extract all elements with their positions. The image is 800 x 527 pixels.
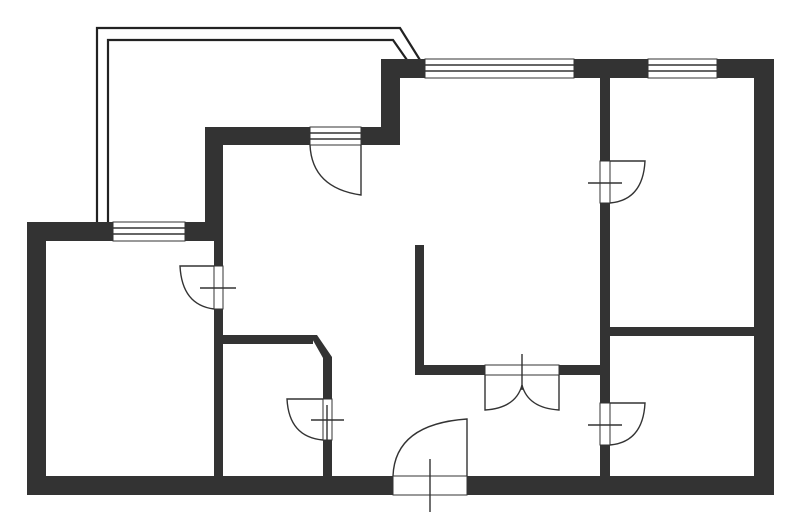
living-room-double-door[interactable] bbox=[484, 354, 560, 411]
balcony-railing bbox=[95, 26, 421, 222]
right-bottom-room-door[interactable] bbox=[588, 402, 646, 446]
window-left-room bbox=[112, 221, 186, 242]
window-living-room bbox=[424, 58, 575, 79]
exterior-walls bbox=[27, 59, 774, 495]
balcony-door-window bbox=[309, 126, 362, 146]
left-room-door[interactable] bbox=[179, 265, 236, 310]
entrance-door[interactable] bbox=[392, 418, 468, 512]
right-top-room-door[interactable] bbox=[588, 160, 646, 204]
window-right-room bbox=[647, 58, 718, 79]
bathroom-door[interactable] bbox=[286, 398, 344, 441]
balcony-door[interactable] bbox=[309, 144, 362, 196]
